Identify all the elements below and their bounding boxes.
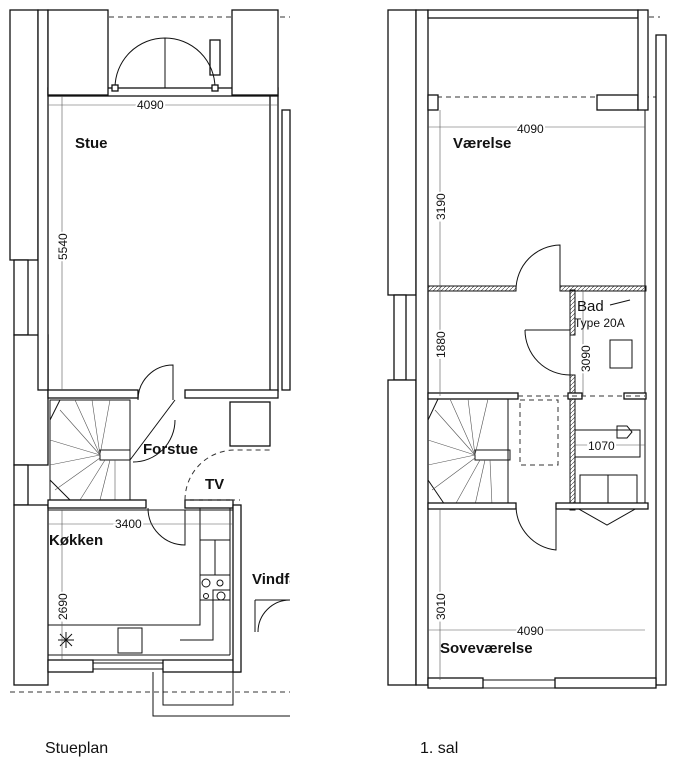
room-label-sovevaerelse: Soveværelse [440,640,533,657]
room-label-forstue: Forstue [143,441,198,458]
staircase [427,398,511,506]
dimension-kokken-width: 3400 [115,517,142,531]
room-label-tv: TV [205,476,224,493]
dimension-vaerelse-depth: 3190 [434,193,448,220]
room-label-bad: Bad [577,298,604,315]
room-label-vindfang: Vindfang [252,571,316,588]
dimension-vaerelse-width: 4090 [517,122,544,136]
dimension-sove-depth: 3010 [434,593,448,620]
dimension-hall-depth: 1880 [434,331,448,358]
dimension-kokken-depth: 2690 [56,593,70,620]
dimension-stue-width: 4090 [137,98,164,112]
dimension-bad-width: 1070 [588,439,615,453]
room-label-vaerelse: Værelse [453,135,511,152]
dimension-stue-depth: 5540 [56,233,70,260]
staircase [49,399,131,501]
dimension-sove-width: 4090 [517,624,544,638]
dimension-bad-depth: 3090 [579,345,593,372]
light-fixture-icon [58,632,74,648]
ground-floor-plan: 4090 5540 Stue Forstue TV 3400 Køkken 26… [9,9,316,757]
room-label-kokken: Køkken [49,532,103,549]
bad-type-label: Type 20A [574,316,625,330]
caption-stueplan: Stueplan [45,740,108,757]
caption-1-sal: 1. sal [420,740,458,757]
room-label-stue: Stue [75,135,108,152]
first-floor-plan: 4090 Værelse 3190 1880 Bad Type 20A 3090… [387,9,667,757]
